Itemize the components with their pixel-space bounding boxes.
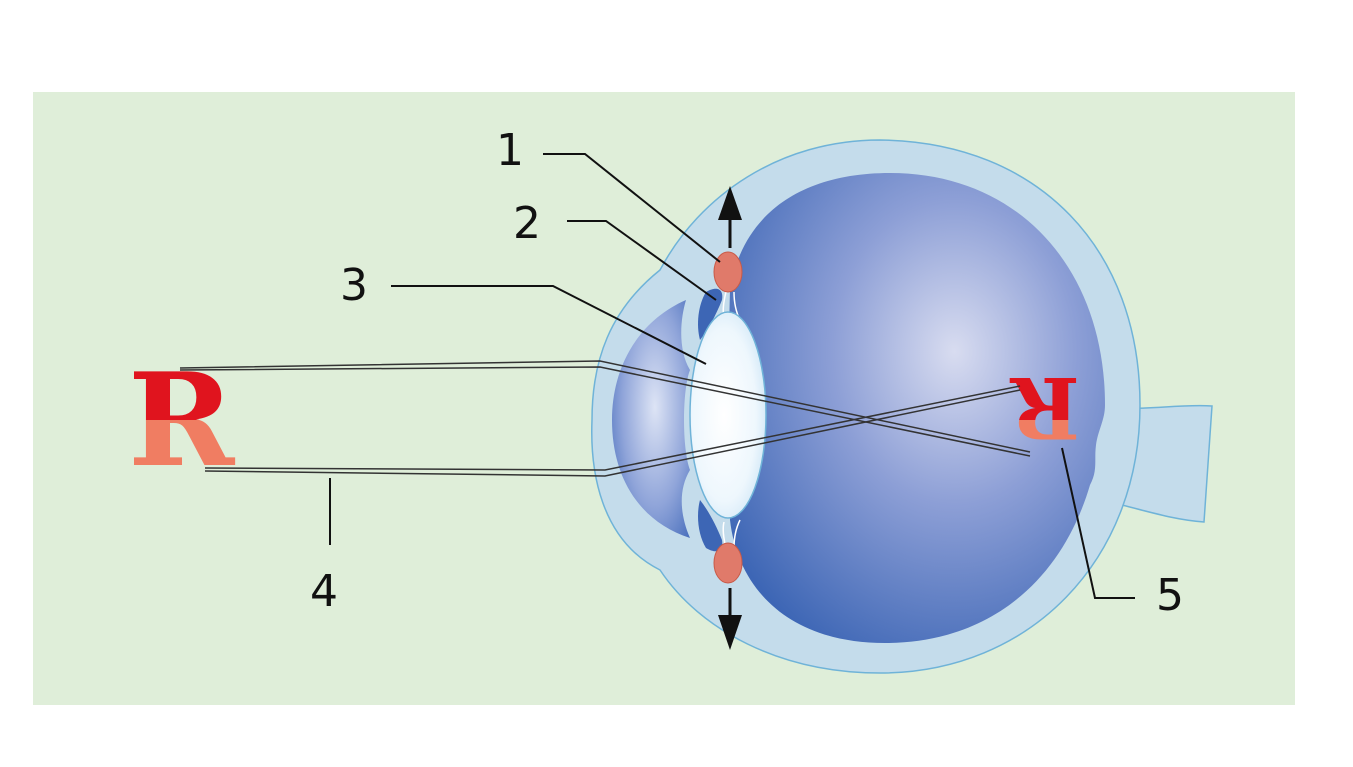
callout-label-3: 3 — [340, 260, 368, 311]
callout-line-3 — [391, 285, 707, 365]
object-letter-top: R — [128, 346, 236, 496]
eyeball-interior — [728, 173, 1105, 643]
callout-line-5 — [1061, 447, 1135, 599]
object-letter-bottom: R — [128, 346, 236, 496]
object-letter: R R — [128, 346, 236, 496]
optic-nerve — [1117, 404, 1213, 523]
lens — [689, 311, 767, 519]
image-letter-red: R — [1009, 358, 1080, 457]
callout-label-4: 4 — [310, 566, 338, 617]
retinal-image: R R — [1009, 358, 1080, 457]
cornea — [612, 300, 690, 538]
callout-label-2: 2 — [513, 198, 541, 249]
callout-label-1: 1 — [496, 125, 524, 176]
ciliary-muscle-upper — [713, 251, 743, 293]
callout-lines — [329, 153, 1135, 599]
iris-lower — [698, 500, 723, 552]
iris-upper — [698, 288, 723, 340]
arrow-up-icon — [718, 186, 742, 248]
ciliary-muscle-lower — [713, 542, 743, 584]
image-letter-salmon: R — [1009, 358, 1080, 457]
arrow-down-icon — [718, 588, 742, 650]
callout-line-2 — [567, 220, 717, 301]
callout-label-5: 5 — [1156, 570, 1184, 621]
light-rays — [179, 360, 1031, 477]
callout-line-1 — [543, 153, 721, 263]
